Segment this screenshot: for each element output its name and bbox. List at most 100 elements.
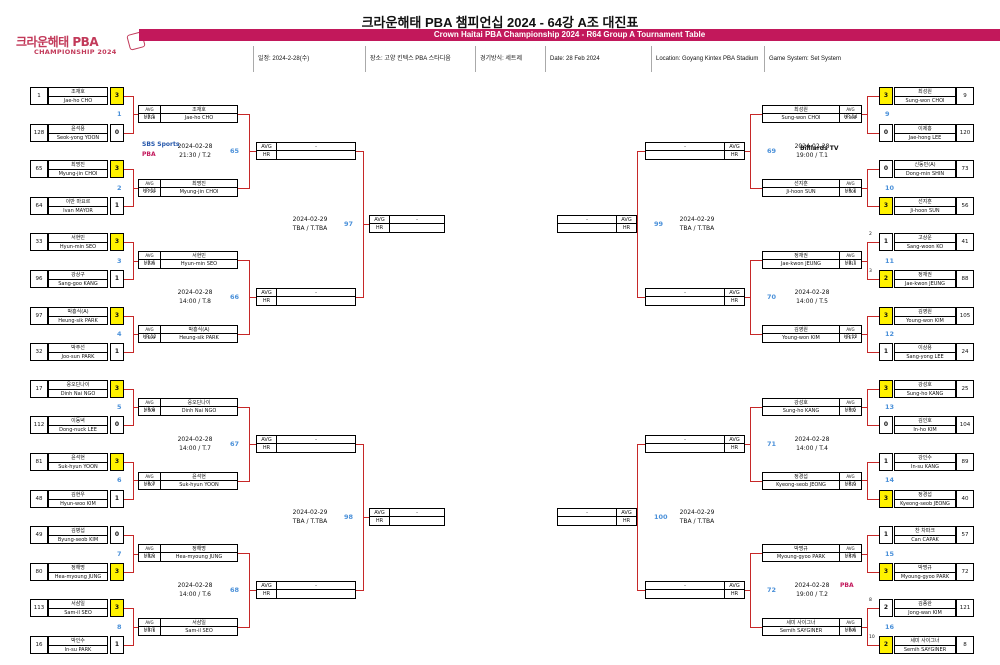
seed-box: 17 (30, 379, 48, 398)
seed-box: 32 (30, 343, 48, 362)
player-name-kr: 이반 마요르 (49, 198, 107, 207)
match-date: 2024-02-29 (292, 508, 328, 516)
match-number: 16 (885, 622, 895, 631)
avg-value: AVG 1.613 (839, 472, 861, 487)
bracket-line (133, 333, 138, 335)
player-name-kr: 찬 차파크 (895, 527, 955, 537)
match-date: 2024-02-28 (177, 142, 213, 150)
player-name-en: Sang-yong LEE (906, 354, 944, 361)
match-date: 2024-02-28 (794, 289, 830, 297)
player-name-kr: 강성호 (895, 381, 955, 390)
bracket-line (867, 279, 879, 280)
player-name-en: Dinh Nai NGO (60, 390, 96, 397)
player-name-kr: 정경섭 (895, 491, 955, 500)
player-name-en: Ji-hoon SUN (910, 207, 940, 214)
hr-value: HR 7 (839, 187, 861, 196)
seed-box: 16 (30, 636, 48, 654)
player-name-en: Myung-jin CHOI (58, 171, 98, 178)
bracket-line (750, 406, 762, 408)
match-date: 2024-02-28 (794, 435, 830, 443)
player-name-kr: 강상구 (49, 271, 107, 280)
info-field: Game System: Set System (764, 46, 874, 72)
player-name-en: Jae-kwon JEUNG (780, 261, 822, 268)
player-name-kr: 이상용 (895, 344, 955, 354)
match-number: 2 (117, 183, 122, 192)
bracket-line (238, 406, 250, 408)
avg-label: AVG (370, 508, 390, 517)
player-slot: - (390, 216, 444, 225)
match-time: 14:00 / T.5 (796, 298, 828, 306)
sets-value: 2 (869, 232, 872, 238)
match-number: 66 (230, 293, 240, 302)
hr-label: HR (257, 297, 277, 306)
bracket-line (238, 187, 250, 189)
seed-box: 113 (30, 599, 48, 618)
bracket-line (867, 242, 879, 244)
bracket-line (124, 462, 134, 463)
player-name-en: Sung-ho KANG (782, 407, 820, 414)
bracket-line (862, 333, 867, 335)
match-time: TBA / T.TBA (679, 517, 715, 525)
bracket-line (124, 608, 134, 610)
seed-box: 97 (30, 306, 48, 325)
bracket-line (124, 352, 134, 354)
player-name-kr: 최명진 (49, 161, 107, 171)
bracket-line (867, 205, 879, 207)
page-title: 크라운해태 PBA 챔피언십 2024 - 64강 A조 대진표 (361, 15, 639, 30)
bracket-line (637, 150, 645, 152)
player-name-en: Dinh Nai NGO (181, 407, 217, 414)
bracket-line (356, 150, 364, 152)
hr-value: HR 5 (139, 114, 161, 122)
player-name-en: Sung-won CHOI (781, 115, 821, 121)
match-number: 11 (885, 256, 895, 265)
player-name-kr: 서삼일 (161, 619, 237, 627)
bracket-line (249, 443, 256, 445)
match-number: 100 (654, 512, 668, 521)
player-name-en: Jae-hong LEE (908, 134, 942, 141)
bracket-line (124, 242, 134, 244)
bracket-line (133, 480, 138, 482)
player-name-en: In-ho KIM (913, 427, 937, 434)
avg-value: AVG 1.378 (139, 619, 161, 633)
score-box: 1 (879, 343, 893, 362)
player-name-en: In-su PARK (64, 647, 92, 653)
match-number: 71 (767, 439, 777, 448)
score-box: 3 (879, 489, 893, 508)
player-slot: - (277, 582, 355, 591)
hr-value: HR 8 (139, 406, 161, 415)
seed-box: 105 (956, 306, 974, 325)
bracket-line (238, 480, 250, 482)
score-box: 1 (110, 636, 124, 654)
player-name-kr: 신동민(A) (895, 161, 955, 171)
score-box: 3 (110, 160, 124, 179)
bracket-line (867, 132, 879, 134)
player-name-kr: 세미 사이그너 (763, 619, 839, 627)
player-name-kr: 응오딘나이 (161, 399, 237, 407)
match-date: 2024-02-29 (679, 216, 715, 224)
bracket-line (862, 187, 867, 189)
avg-label: AVG (257, 435, 277, 444)
bracket-line (249, 297, 256, 299)
match-date: 2024-02-28 (794, 582, 830, 590)
score-box: 2 (879, 270, 893, 288)
bracket-line (862, 114, 867, 116)
bracket-line (637, 443, 645, 445)
bracket-line (867, 535, 868, 573)
match-number: 68 (230, 586, 240, 595)
score-box: 3 (879, 87, 893, 105)
info-field: Date: 28 Feb 2024 (545, 46, 649, 72)
